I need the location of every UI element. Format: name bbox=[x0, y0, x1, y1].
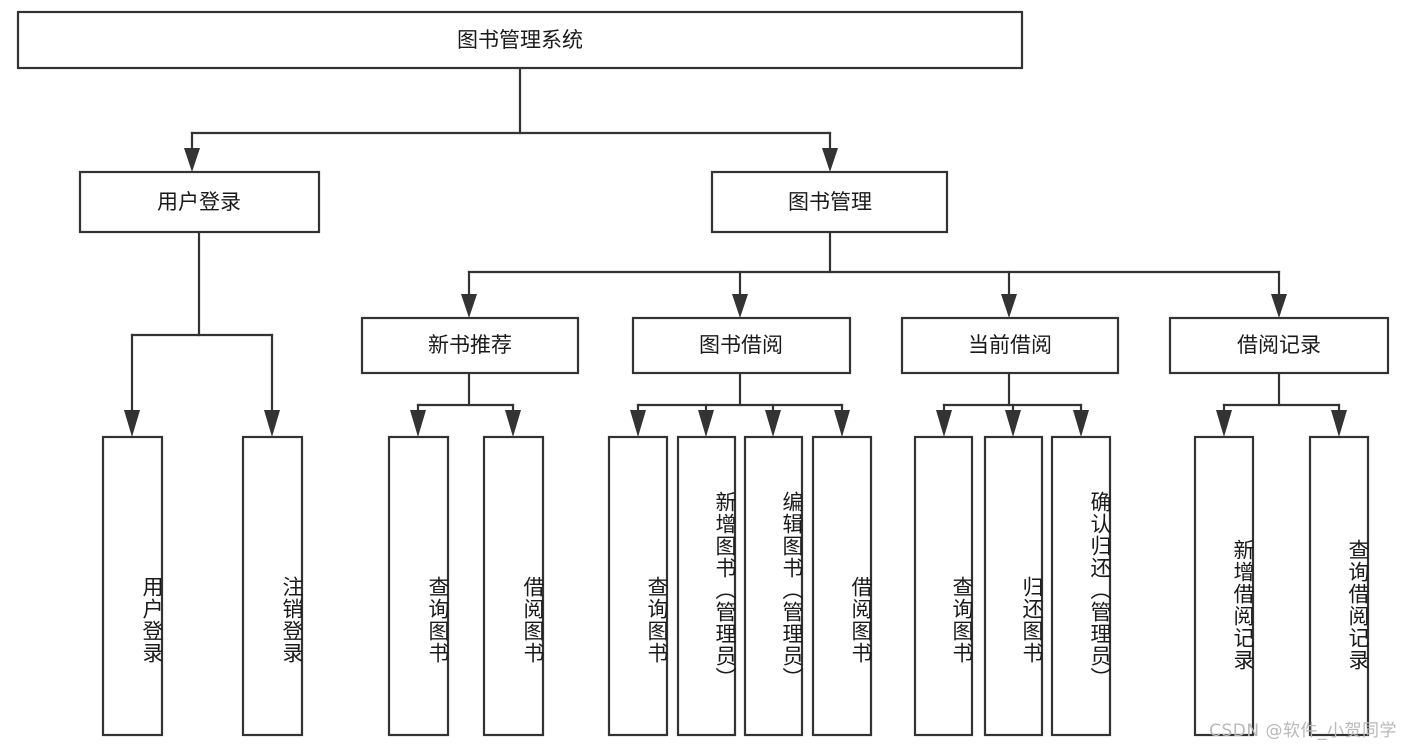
arrow-head-leaf-return-book bbox=[1005, 410, 1021, 437]
node-current-borrow[interactable]: 当前借阅 bbox=[900, 316, 1120, 375]
leaf-borrow-book-1-box[interactable] bbox=[482, 435, 545, 737]
node-book-management-label: 图书管理 bbox=[788, 190, 872, 214]
leaf-query-book-3-box[interactable] bbox=[913, 435, 974, 737]
arrow-head-current-borrow bbox=[1001, 294, 1017, 318]
node-book-management-box[interactable] bbox=[710, 170, 949, 234]
node-new-book-recommend-box[interactable] bbox=[360, 316, 580, 375]
arrow-head-book-borrow bbox=[732, 294, 748, 318]
node-user-login-label: 用户登录 bbox=[157, 190, 241, 214]
node-borrow-record-box[interactable] bbox=[1168, 316, 1390, 375]
arrow-head-book-management bbox=[822, 148, 838, 172]
arrow-head-leaf-user-login bbox=[124, 410, 140, 437]
arrow-head-user-login bbox=[184, 148, 200, 172]
leaf-add-book-box[interactable] bbox=[676, 435, 737, 737]
leaf-return-book-box[interactable] bbox=[983, 435, 1044, 737]
node-borrow-record-label: 借阅记录 bbox=[1237, 333, 1321, 357]
arrow-head-leaf-query-book-3 bbox=[936, 410, 952, 437]
arrow-head-new-book-recommend bbox=[461, 294, 477, 318]
leaf-borrow-book-2-box[interactable] bbox=[811, 435, 873, 737]
node-user-login-box[interactable] bbox=[78, 170, 321, 234]
arrow-head-leaf-borrow-book-2 bbox=[834, 410, 850, 437]
node-book-management[interactable]: 图书管理 bbox=[710, 170, 949, 234]
leaf-edit-book-box[interactable] bbox=[743, 435, 804, 737]
arrow-head-leaf-query-book-1 bbox=[410, 410, 426, 437]
arrow-head-leaf-edit-book bbox=[765, 410, 781, 437]
leaf-add-record-box[interactable] bbox=[1193, 435, 1255, 737]
leaf-query-book-2-box[interactable] bbox=[607, 435, 669, 737]
node-new-book-recommend-label: 新书推荐 bbox=[428, 333, 512, 357]
node-book-borrow-label: 图书借阅 bbox=[699, 333, 783, 357]
arrow-head-leaf-borrow-book-1 bbox=[505, 410, 521, 437]
connector-layer bbox=[124, 66, 1347, 437]
node-root-label: 图书管理系统 bbox=[457, 28, 583, 52]
arrow-head-leaf-query-record bbox=[1331, 410, 1347, 437]
leaf-logout-box[interactable] bbox=[241, 435, 304, 737]
arrow-head-leaf-add-record bbox=[1216, 410, 1232, 437]
node-new-book-recommend[interactable]: 新书推荐 bbox=[360, 316, 580, 375]
node-root[interactable]: 图书管理系统 bbox=[16, 10, 1024, 70]
node-book-borrow[interactable]: 图书借阅 bbox=[631, 316, 852, 375]
leaf-query-record-box[interactable] bbox=[1308, 435, 1370, 737]
node-book-borrow-box[interactable] bbox=[631, 316, 852, 375]
node-current-borrow-label: 当前借阅 bbox=[968, 333, 1052, 357]
leaf-boxes bbox=[101, 435, 1370, 737]
arrow-head-borrow-record bbox=[1271, 294, 1287, 318]
arrow-head-leaf-add-book bbox=[698, 410, 714, 437]
node-borrow-record[interactable]: 借阅记录 bbox=[1168, 316, 1390, 375]
node-user-login[interactable]: 用户登录 bbox=[78, 170, 321, 234]
leaf-query-book-1-box[interactable] bbox=[387, 435, 450, 737]
arrow-head-leaf-query-book-2 bbox=[630, 410, 646, 437]
node-current-borrow-box[interactable] bbox=[900, 316, 1120, 375]
arrow-head-leaf-logout bbox=[264, 410, 280, 437]
node-root-box[interactable] bbox=[16, 10, 1024, 70]
leaf-confirm-return-box[interactable] bbox=[1050, 435, 1112, 737]
watermark-text: CSDN @软件_小贺同学 bbox=[1209, 721, 1397, 741]
arrow-head-leaf-confirm-return bbox=[1073, 410, 1089, 437]
leaf-user-login-box[interactable] bbox=[101, 435, 164, 737]
